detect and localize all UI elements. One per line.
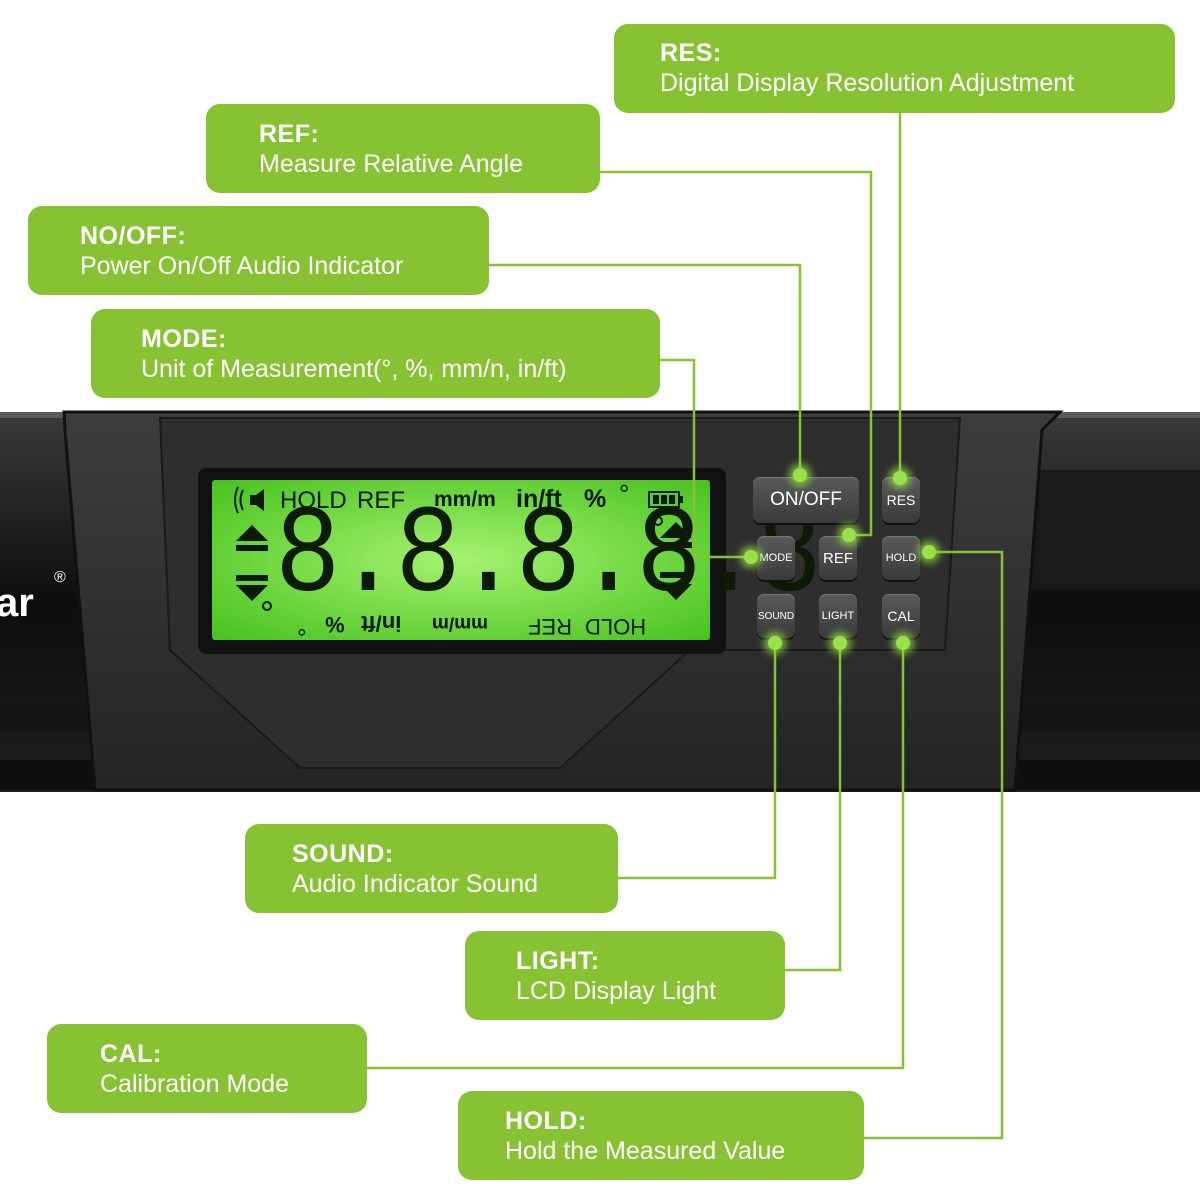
callout-ref: REF: Measure Relative Angle: [206, 104, 600, 193]
hold-button[interactable]: HOLD: [882, 536, 920, 580]
lcd-label-mm: mm/m: [434, 488, 496, 511]
lcd-label-hold: HOLD: [280, 487, 347, 514]
arrow-up-down-left-icon: [236, 525, 268, 601]
callout-sound: SOUND: Audio Indicator Sound: [245, 824, 618, 913]
light-button[interactable]: LIGHT: [819, 594, 857, 638]
arrow-up-down-right-icon: [660, 522, 692, 600]
callout-cal-title: CAL:: [100, 1040, 162, 1068]
lcd-bottom-mm: mm/m: [432, 613, 488, 634]
lcd-label-pct: %: [584, 485, 607, 513]
indicator-dot-ref: [842, 528, 856, 542]
lcd-bottom-hold: HOLD: [585, 614, 647, 639]
callout-res: RES: Digital Display Resolution Adjustme…: [614, 24, 1175, 113]
lcd-bottom-inft: in/ft: [361, 611, 402, 636]
callout-cal-desc: Calibration Mode: [100, 1070, 289, 1098]
lcd-bottom-deg: °: [297, 613, 307, 640]
onoff-button[interactable]: ON/OFF: [753, 477, 859, 523]
callout-light: LIGHT: LCD Display Light: [465, 931, 785, 1020]
lcd-screen: [212, 480, 710, 640]
callout-ref-title: REF:: [259, 120, 320, 148]
callout-mode-title: MODE:: [141, 325, 227, 353]
sound-button[interactable]: SOUND: [757, 594, 795, 638]
leader-lines: [366, 112, 1004, 1140]
callout-onoff-title: NO/OFF:: [80, 222, 187, 250]
callout-res-desc: Digital Display Resolution Adjustment: [660, 69, 1075, 97]
lcd-label-deg: °: [619, 479, 630, 509]
indicator-dot-light: [833, 636, 847, 650]
callout-sound-desc: Audio Indicator Sound: [292, 870, 539, 898]
battery-icon: [648, 491, 683, 508]
indicator-dot-hold: [922, 545, 936, 559]
brand-text: ar: [0, 581, 34, 625]
lcd-bottom-ref: REF: [528, 614, 572, 639]
callout-onoff: NO/OFF: Power On/Off Audio Indicator: [28, 206, 489, 295]
callout-ref-desc: Measure Relative Angle: [259, 150, 524, 178]
indicator-dot-sound: [768, 636, 782, 650]
mode-button[interactable]: MODE: [757, 536, 795, 580]
callout-hold-title: HOLD:: [505, 1107, 587, 1135]
callout-hold: HOLD: Hold the Measured Value: [458, 1091, 864, 1180]
lcd-label-ref: REF: [357, 487, 405, 514]
callout-hold-desc: Hold the Measured Value: [505, 1137, 786, 1165]
callout-light-title: LIGHT:: [516, 947, 600, 975]
lcd-bottom-pct: %: [325, 612, 345, 637]
callout-res-title: RES:: [660, 39, 722, 67]
cal-button[interactable]: CAL: [882, 594, 920, 638]
callout-mode-desc: Unit of Measurement(°, %, mm/n, in/ft): [141, 355, 567, 383]
callout-mode: MODE: Unit of Measurement(°, %, mm/n, in…: [91, 309, 660, 398]
registered-mark: ®: [54, 569, 66, 586]
callout-sound-title: SOUND:: [292, 840, 394, 868]
speaker-icon: [234, 486, 264, 514]
indicator-dot-res: [893, 471, 907, 485]
lcd-label-inft: in/ft: [516, 485, 562, 513]
lcd-digits: 8.8.8.8.8: [275, 488, 822, 628]
callout-onoff-desc: Power On/Off Audio Indicator: [80, 252, 404, 280]
callout-cal: CAL: Calibration Mode: [47, 1024, 367, 1113]
indicator-dot-mode: [744, 550, 758, 564]
callout-light-desc: LCD Display Light: [516, 977, 717, 1005]
indicator-dot-cal: [896, 636, 910, 650]
indicator-dot-onoff: [793, 468, 807, 482]
ref-button[interactable]: REF: [819, 536, 857, 580]
